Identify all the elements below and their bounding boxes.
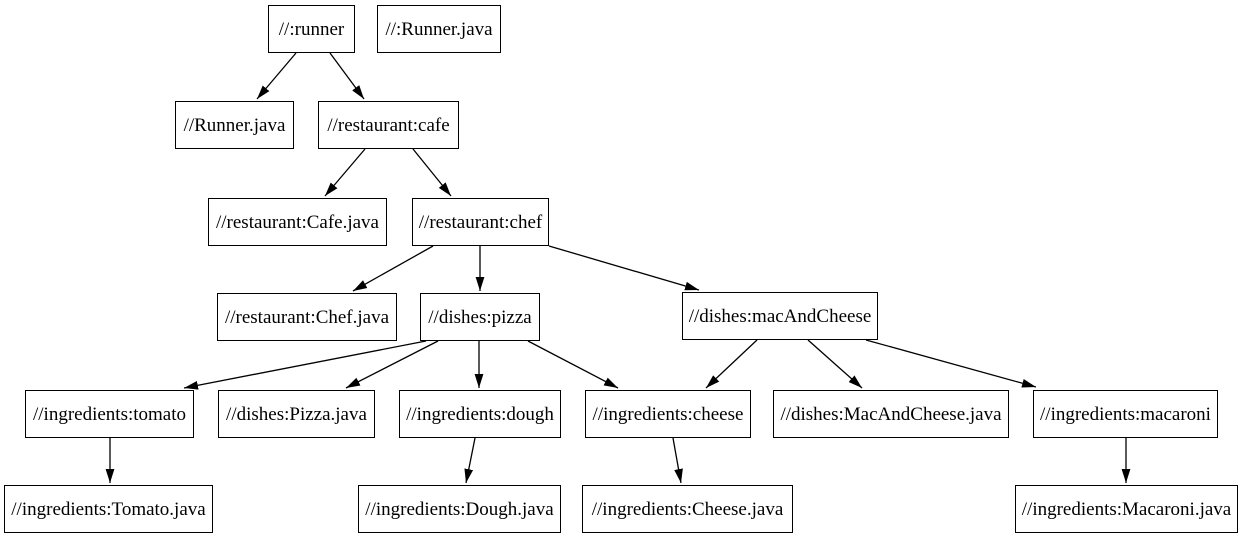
edge-mac-and-cheese-to-macaroni <box>865 339 1037 388</box>
edge-mac-and-cheese-to-mac-and-cheese-java <box>807 339 863 389</box>
node-tomato: //ingredients:tomato <box>25 390 194 438</box>
edge-dough-to-dough-java <box>464 437 476 484</box>
node-cheese: //ingredients:cheese <box>585 390 751 438</box>
node-cafe: //restaurant:cafe <box>318 101 459 149</box>
node-runner: //:runner <box>268 5 355 53</box>
edge-pizza-to-cheese <box>527 340 619 389</box>
edge-chef-to-chef-java <box>352 245 434 292</box>
node-cafe-java: //restaurant:Cafe.java <box>208 198 387 246</box>
node-pizza-java: //dishes:Pizza.java <box>218 390 375 438</box>
node-runner-java: //Runner.java <box>175 101 294 149</box>
node-tomato-java: //ingredients:Tomato.java <box>4 485 213 533</box>
node-macaroni: //ingredients:macaroni <box>1033 390 1218 438</box>
node-chef: //restaurant:chef <box>412 198 549 246</box>
node-dough-java: //ingredients:Dough.java <box>358 485 561 533</box>
node-mac-and-cheese-java: //dishes:MacAndCheese.java <box>773 390 1009 438</box>
edge-cafe-to-cafe-java <box>324 148 366 197</box>
node-pizza: //dishes:pizza <box>420 293 540 341</box>
edge-cheese-to-cheese-java <box>672 437 683 484</box>
node-runner-java-src: //:Runner.java <box>377 5 501 53</box>
edge-pizza-to-pizza-java <box>345 340 439 389</box>
node-macaroni-java: //ingredients:Macaroni.java <box>1015 485 1238 533</box>
edge-cafe-to-chef <box>412 148 452 197</box>
node-dough: //ingredients:dough <box>399 390 561 438</box>
edge-runner-to-runner-java <box>256 52 297 100</box>
node-cheese-java: //ingredients:Cheese.java <box>582 485 793 533</box>
node-mac-and-cheese: //dishes:macAndCheese <box>682 292 878 340</box>
edge-chef-to-mac-and-cheese <box>548 245 700 291</box>
node-chef-java: //restaurant:Chef.java <box>217 293 397 341</box>
edge-runner-to-cafe <box>329 52 365 100</box>
edge-mac-and-cheese-to-cheese <box>705 339 758 389</box>
edge-pizza-to-tomato <box>183 340 427 390</box>
